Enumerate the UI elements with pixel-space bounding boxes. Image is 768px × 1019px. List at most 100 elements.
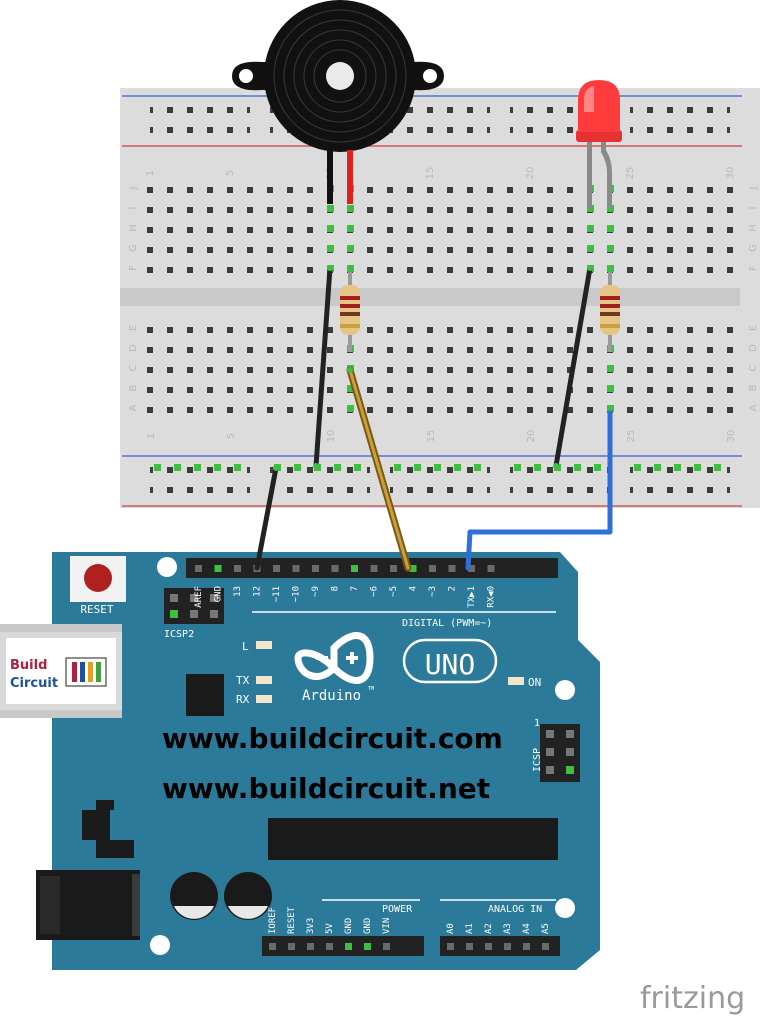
- header-pin-hole[interactable]: [448, 565, 456, 572]
- wire-buzzer-gnd: [313, 265, 333, 469]
- mounting-hole: [157, 557, 177, 577]
- header-pin-label: IOREF: [268, 907, 278, 934]
- piezo-buzzer: [232, 0, 444, 204]
- capacitor: [170, 872, 218, 920]
- led-rx: [256, 695, 272, 703]
- row-label: D: [128, 344, 139, 352]
- fritzing-logo: fritzing: [640, 981, 745, 1016]
- top-rail-holes: [150, 100, 730, 140]
- breadboard: 1 5 10 15 20 25 30 1 5 10 15 20 25 30 J …: [120, 88, 760, 508]
- power-label: POWER: [382, 904, 413, 915]
- row-label: C: [128, 364, 139, 371]
- header-pin-hole[interactable]: [195, 565, 202, 572]
- column-label: 15: [425, 167, 436, 180]
- column-label: 20: [525, 167, 536, 180]
- analog-header: [440, 936, 560, 956]
- column-label: 15: [426, 430, 437, 443]
- digital-label: DIGITAL (PWM=~): [402, 618, 492, 629]
- header-pin-hole[interactable]: [523, 943, 530, 950]
- center-channel: [120, 288, 740, 306]
- header-pin-label: GND: [214, 586, 224, 602]
- wire-led-gnd: [553, 265, 593, 469]
- header-pin-hole[interactable]: [409, 565, 417, 572]
- mounting-hole: [555, 898, 575, 918]
- column-label: 5: [226, 433, 237, 439]
- column-label: 20: [526, 430, 537, 443]
- header-pin-label: GND: [344, 918, 354, 934]
- power-header: [262, 936, 424, 956]
- header-pin-hole[interactable]: [429, 565, 436, 572]
- header-pin-hole[interactable]: [364, 943, 371, 950]
- header-pin-hole[interactable]: [288, 943, 295, 950]
- header-pin-hole[interactable]: [351, 565, 358, 572]
- buildcircuit-logo-line2: Circuit: [10, 676, 58, 691]
- row-label: D: [748, 344, 759, 352]
- header-pin-hole[interactable]: [331, 565, 339, 572]
- header-pin-label: 3V3: [306, 918, 316, 934]
- header-pin-hole[interactable]: [345, 943, 352, 950]
- row-label: H: [128, 224, 139, 232]
- header-pin-label: A0: [446, 923, 456, 934]
- header-pin-hole[interactable]: [487, 565, 495, 572]
- icsp-label: ICSP: [532, 748, 543, 772]
- header-pin-label: 4: [409, 586, 419, 591]
- reset-button-cap[interactable]: [84, 564, 112, 592]
- row-label: C: [748, 364, 759, 371]
- header-pin-hole[interactable]: [468, 565, 475, 572]
- header-pin-label: ~5: [389, 586, 399, 597]
- usb-chip: [186, 674, 224, 716]
- header-pin-hole[interactable]: [466, 943, 473, 950]
- header-pin-hole[interactable]: [383, 943, 390, 950]
- column-label: 25: [626, 430, 637, 443]
- header-pin-label: A1: [465, 923, 475, 934]
- led-l: [256, 641, 272, 649]
- watermark-line-2: www.buildcircuit.net: [162, 772, 490, 805]
- reset-label: RESET: [80, 603, 113, 616]
- header-pin-hole[interactable]: [307, 943, 314, 950]
- header-pin-hole[interactable]: [390, 565, 397, 572]
- header-pin-hole[interactable]: [447, 943, 454, 950]
- terminal-holes-bottom: [140, 318, 740, 418]
- wire-rail-to-arduino-gnd: [254, 465, 279, 571]
- mounting-hole: [150, 935, 170, 955]
- wire-led-signal: [465, 405, 613, 571]
- header-pin-hole[interactable]: [326, 943, 333, 950]
- header-pin-hole[interactable]: [542, 943, 549, 950]
- wires: [254, 265, 613, 572]
- header-pin-hole[interactable]: [485, 943, 492, 950]
- atmega-chip: [268, 818, 558, 860]
- capacitor: [224, 872, 272, 920]
- header-pin-hole[interactable]: [370, 565, 378, 572]
- header-pin-hole[interactable]: [312, 565, 319, 572]
- header-pin-label: ~10: [292, 586, 302, 602]
- header-pin-hole[interactable]: [214, 565, 222, 572]
- header-pin-label: ~6: [370, 586, 380, 597]
- row-label: G: [128, 244, 139, 252]
- header-pin-label: A5: [541, 923, 551, 934]
- header-pin-hole[interactable]: [504, 943, 511, 950]
- header-pin-hole[interactable]: [269, 943, 276, 950]
- resistor-buzzer: [340, 272, 360, 352]
- analog-label: ANALOG IN: [488, 904, 542, 915]
- mounting-hole: [555, 680, 575, 700]
- column-label: 25: [625, 167, 636, 180]
- led-on-label: ON: [528, 676, 541, 689]
- row-label: I: [748, 207, 759, 210]
- column-label: 5: [225, 170, 236, 176]
- header-pin-label: A4: [522, 923, 532, 934]
- header-pin-hole[interactable]: [292, 565, 300, 572]
- red-led: [576, 80, 622, 208]
- header-pin-label: 2: [448, 586, 458, 591]
- header-pin-hole[interactable]: [273, 565, 280, 572]
- header-pin-label: TX▶1: [467, 586, 477, 608]
- header-pin-label: ~3: [428, 586, 438, 597]
- model-label: UNO: [425, 648, 476, 681]
- header-pin-hole[interactable]: [234, 565, 241, 572]
- led-l-label: L: [242, 640, 249, 653]
- icsp2-label: ICSP2: [164, 629, 194, 640]
- row-label: F: [128, 265, 139, 271]
- row-label: E: [128, 325, 139, 331]
